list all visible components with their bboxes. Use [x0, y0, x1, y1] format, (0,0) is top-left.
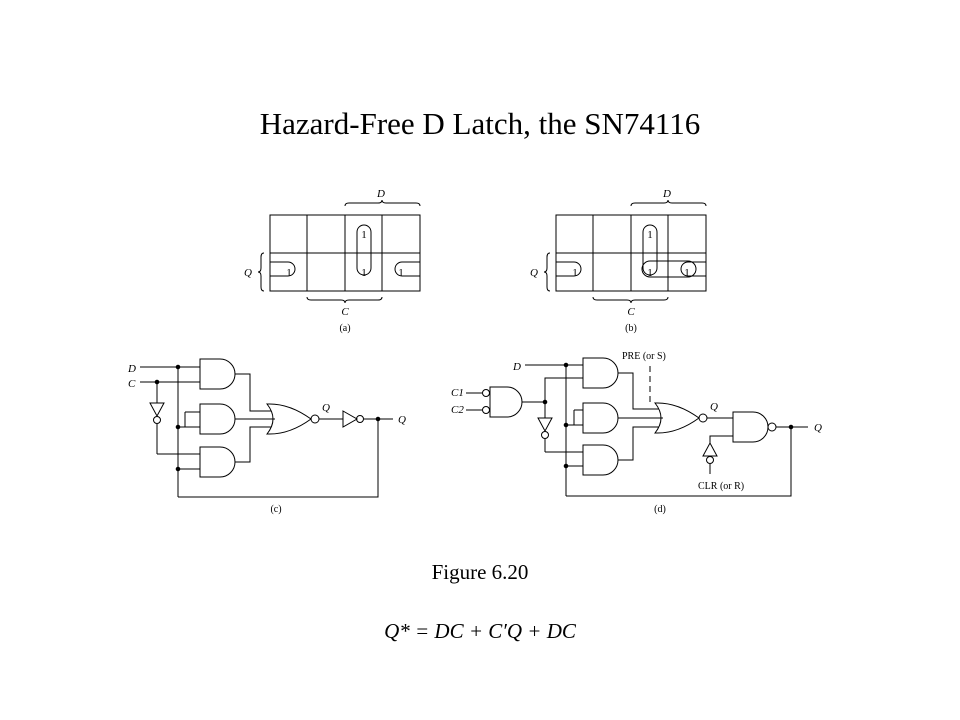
var-d-label: D	[376, 188, 385, 200]
sublabel-b: (b)	[625, 323, 637, 334]
and-gate	[489, 386, 523, 418]
latch-circuit-d: D C1 C2 PRE (or S)	[451, 351, 822, 515]
and-gate	[199, 446, 236, 478]
pre-label: PRE (or S)	[622, 351, 666, 362]
sublabel-d: (d)	[654, 504, 666, 515]
inversion-bubble	[767, 422, 777, 432]
var-d-label: D	[662, 188, 671, 200]
internal-q-label: Q	[710, 401, 718, 413]
kmap-one: 1	[647, 267, 653, 279]
kmap-one: 1	[398, 267, 404, 279]
figure-caption: Figure 6.20	[431, 560, 529, 584]
c-bracket	[306, 296, 383, 304]
output-q-label: Q	[814, 422, 822, 434]
nor-gate	[265, 403, 312, 435]
input-c1-label: C1	[451, 387, 464, 399]
page-title: Hazard-Free D Latch, the SN74116	[259, 106, 701, 141]
nand-gate	[732, 411, 769, 443]
kmap-one: 1	[572, 267, 578, 279]
output-q-label: Q	[398, 414, 406, 426]
kmap-one: 1	[684, 267, 690, 279]
inversion-bubble	[310, 414, 320, 424]
input-d-label: D	[512, 361, 521, 373]
inversion-bubble	[356, 415, 364, 423]
clr-label: CLR (or R)	[698, 481, 744, 492]
and-gate	[582, 357, 619, 389]
q-bracket	[257, 252, 265, 292]
inversion-bubble	[541, 431, 549, 439]
input-d-label: D	[127, 363, 136, 375]
loop-wrap-right	[394, 261, 420, 277]
and-gate	[199, 358, 236, 390]
next-state-equation: Q* = DC + C′Q + DC	[384, 619, 576, 643]
kmap-one: 1	[286, 267, 292, 279]
inverter-gate	[537, 417, 553, 433]
kmap-one: 1	[361, 229, 367, 241]
input-c-label: C	[128, 378, 136, 390]
kmap-one: 1	[361, 267, 367, 279]
loop-wrap-left	[270, 261, 296, 277]
inverter-gate	[702, 441, 718, 457]
inverter-gate	[342, 410, 359, 428]
internal-q-label: Q	[322, 402, 330, 414]
karnaugh-map-a: D Q C 1 1 1 1 (a)	[244, 188, 421, 334]
loop-dc	[356, 224, 372, 276]
d-bracket	[344, 199, 421, 207]
q-bracket	[543, 252, 551, 292]
loop-wrap-left	[556, 261, 582, 277]
var-c-label: C	[627, 306, 635, 318]
inverter-gate	[149, 402, 165, 418]
c-bracket	[592, 296, 669, 304]
loop-wrap-right	[680, 261, 706, 277]
and-gate	[582, 402, 619, 434]
karnaugh-map-b: D Q C 1 1 1 1 (b)	[530, 188, 707, 334]
inversion-bubble	[698, 413, 708, 423]
and-gate	[199, 403, 236, 435]
input-c2-label: C2	[451, 404, 464, 416]
and-gate	[582, 444, 619, 476]
d-bracket	[630, 199, 707, 207]
var-q-label: Q	[244, 267, 252, 279]
sublabel-c: (c)	[270, 504, 281, 515]
var-c-label: C	[341, 306, 349, 318]
latch-circuit-c: D C Q	[127, 358, 406, 515]
sublabel-a: (a)	[339, 323, 350, 334]
loop-dq	[641, 260, 697, 278]
inversion-bubble	[482, 406, 490, 414]
inversion-bubble	[482, 389, 490, 397]
loop-dc	[642, 224, 658, 276]
nor-gate	[653, 402, 700, 434]
kmap-one: 1	[647, 229, 653, 241]
inversion-bubble	[706, 456, 714, 464]
inversion-bubble	[153, 416, 161, 424]
var-q-label: Q	[530, 267, 538, 279]
